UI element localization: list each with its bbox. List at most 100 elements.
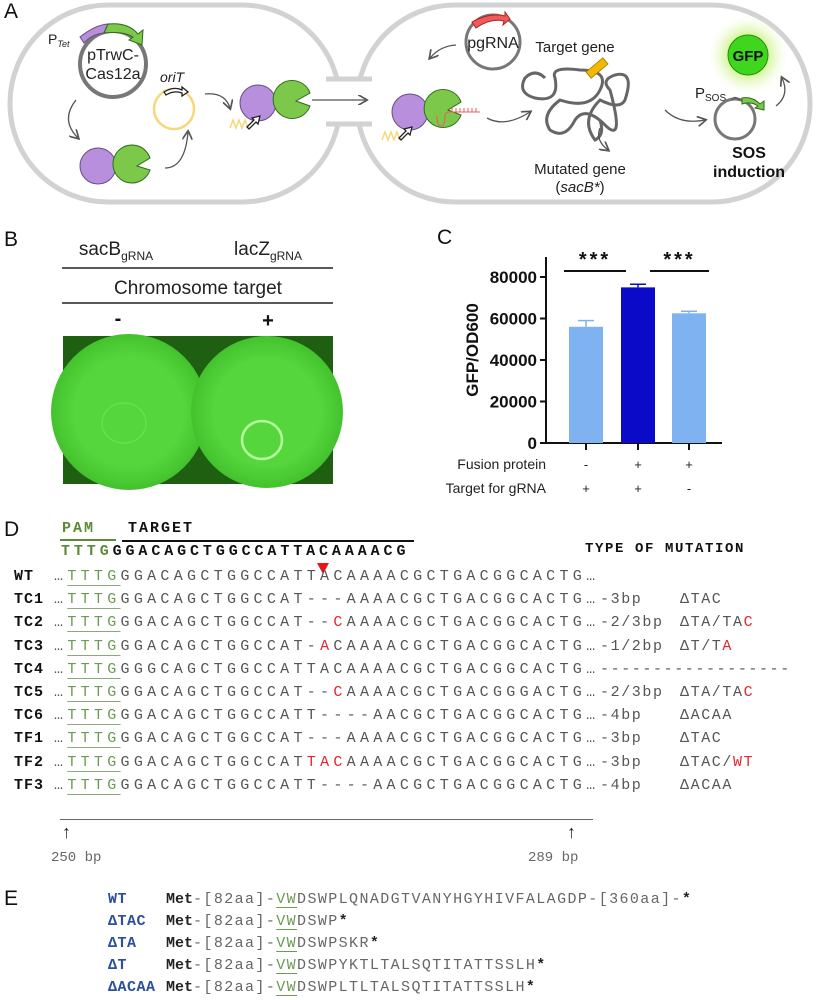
mutation-type-segment: ΔTA/TA xyxy=(680,614,744,632)
pam-sequence: TTTG xyxy=(67,568,121,585)
sequence-segment: GGACAGCTGGCCAT-- xyxy=(120,614,334,632)
bar xyxy=(569,326,603,443)
sequence-segment: GGACAGCTGGCCATT----AACGCTGACGGCACTG… xyxy=(120,776,600,794)
sequence-segment: AAAACGCTGACGGCACTG… xyxy=(346,753,600,771)
arrow-icon xyxy=(731,96,741,101)
sequence-segment: GGACAGCTGGCCAT xyxy=(120,753,307,771)
panel-c-bar-chart: 020000400006000080000GFP/OD600******Fusi… xyxy=(446,249,722,496)
panel-label-b: B xyxy=(4,228,19,251)
sequence-segment: TAC xyxy=(306,753,347,771)
arrow-up-icon: ↑ xyxy=(62,822,71,842)
colony-ring xyxy=(101,402,147,444)
prefix-segment: -[82aa]- xyxy=(193,913,277,930)
mutation-type: ΔTAC xyxy=(680,589,722,611)
pam-label: PAM xyxy=(62,520,96,537)
mutation-size: ----------- xyxy=(600,660,717,678)
mutation-type-segment: ------- xyxy=(716,660,791,678)
pam-sequence: TTTG xyxy=(67,753,121,771)
mutation-type-segment: WT xyxy=(733,753,755,771)
variant-name: ΔT xyxy=(108,957,128,974)
pam-sequence: TTTG xyxy=(67,660,121,678)
panel-label-c: C xyxy=(437,226,453,249)
row-name: TC1 xyxy=(14,591,45,609)
condition-value: - xyxy=(584,457,588,472)
pgrna-label: pgRNA xyxy=(467,35,519,52)
significance-label: *** xyxy=(663,249,695,271)
target-gene-label: Target gene xyxy=(535,39,614,56)
ellipsis: … xyxy=(54,684,68,701)
pam-sequence: TTTG xyxy=(67,707,121,725)
grna-icon xyxy=(436,108,480,127)
target-gene-icon xyxy=(585,57,609,79)
p-tet-label: PTet xyxy=(48,31,70,49)
reference-target: GGACAGCTGGCCATTACAAAACG xyxy=(112,543,410,560)
pam-sequence: TTTG xyxy=(67,684,121,701)
vw-motif: VW xyxy=(276,913,298,930)
cas12a-protein-icon xyxy=(112,144,151,184)
row-name: WT xyxy=(14,568,35,585)
arrow-icon xyxy=(67,99,78,138)
row-name: TF2 xyxy=(14,753,45,771)
sequence-segment: GGACAGCTGGCCAT- xyxy=(120,637,321,655)
condition-value: + xyxy=(685,457,693,472)
row-name: TC2 xyxy=(14,614,45,632)
ellipsis: … xyxy=(54,707,68,725)
row-name: TC4 xyxy=(14,660,45,678)
sequence-segment: C xyxy=(333,614,347,632)
mutation-type: ΔT/TA xyxy=(680,636,733,658)
sos-induction-line1: SOS xyxy=(732,145,766,162)
plasmid-name-line1: pTrwC- xyxy=(87,47,139,64)
cas12a-protein-icon xyxy=(423,89,462,128)
chromosome-target-label: Chromosome target xyxy=(114,278,283,299)
pam-sequence: TTTG xyxy=(67,591,121,609)
aligned-sequence: …TTTGGGACAGCTGGCCATT----AACGCTGACGGCACTG… xyxy=(54,775,599,797)
panel-b-plates: sacBgRNA lacZgRNA Chromosome target - + xyxy=(51,239,343,490)
variant-name: ΔACAA xyxy=(108,979,156,996)
aligned-sequence: …TTTGGGACAGCTGGCCAT---AAAACGCTGACGGCACTG… xyxy=(54,589,599,611)
mutation-size: -3bp xyxy=(600,753,643,771)
protein-sequence: DSWPLQNADGTVANYHGYHIVFALAGDP-[360aa]- xyxy=(297,891,682,908)
sequence-segment: AAAACGCTGACGGCACTG… xyxy=(346,614,600,632)
plate-lacz xyxy=(191,336,343,488)
stop-codon-icon: * xyxy=(525,979,535,996)
ellipsis: … xyxy=(54,568,68,585)
condition-label: Target for gRNA xyxy=(446,480,547,496)
row-name: TC3 xyxy=(14,637,45,655)
sos-induction-line2: induction xyxy=(713,164,785,181)
mutation-type-segment: ΔTA/TA xyxy=(680,684,744,701)
aligned-sequence: …TTTGGGACAGCTGGCCAT--CAAAACGCTGACGGGACTG… xyxy=(54,682,599,704)
mutation-type-segment: C xyxy=(743,684,755,701)
vw-motif: VW xyxy=(276,935,298,952)
gfp-gene-arrow xyxy=(741,97,765,111)
stop-codon-icon: * xyxy=(369,935,379,952)
y-tick-label: 60000 xyxy=(490,310,537,329)
mutation-columns xyxy=(600,566,680,588)
vw-motif: VW xyxy=(276,891,298,908)
orit-label: oriT xyxy=(160,69,186,85)
variant-name: WT xyxy=(108,891,128,908)
mutated-gene-label: Mutated gene xyxy=(534,161,626,178)
arrow-icon xyxy=(597,127,608,150)
plate-sacb xyxy=(51,334,207,490)
scale-end-label: 289 bp xyxy=(528,850,579,866)
relaxase-protein-icon xyxy=(239,84,277,122)
aligned-sequence: …TTTGGGACAGCTGGCCAT--CAAAACGCTGACGGCACTG… xyxy=(54,612,599,634)
mutation-type: ΔTA/TAC xyxy=(680,612,754,634)
hollow-arrow-icon xyxy=(246,115,261,130)
bar xyxy=(621,287,655,443)
sacb-grna-label: sacBgRNA xyxy=(79,239,153,263)
sequence-segment: A xyxy=(320,637,334,655)
vw-motif: VW xyxy=(276,979,298,996)
mutation-type-segment: ΔACAA xyxy=(680,776,734,794)
gfp-icon xyxy=(727,34,769,76)
sequence-segment: C xyxy=(333,684,347,701)
row-name: TF3 xyxy=(14,776,45,794)
sos-reporter-plasmid xyxy=(713,97,757,141)
start-residue: Met xyxy=(166,891,194,908)
